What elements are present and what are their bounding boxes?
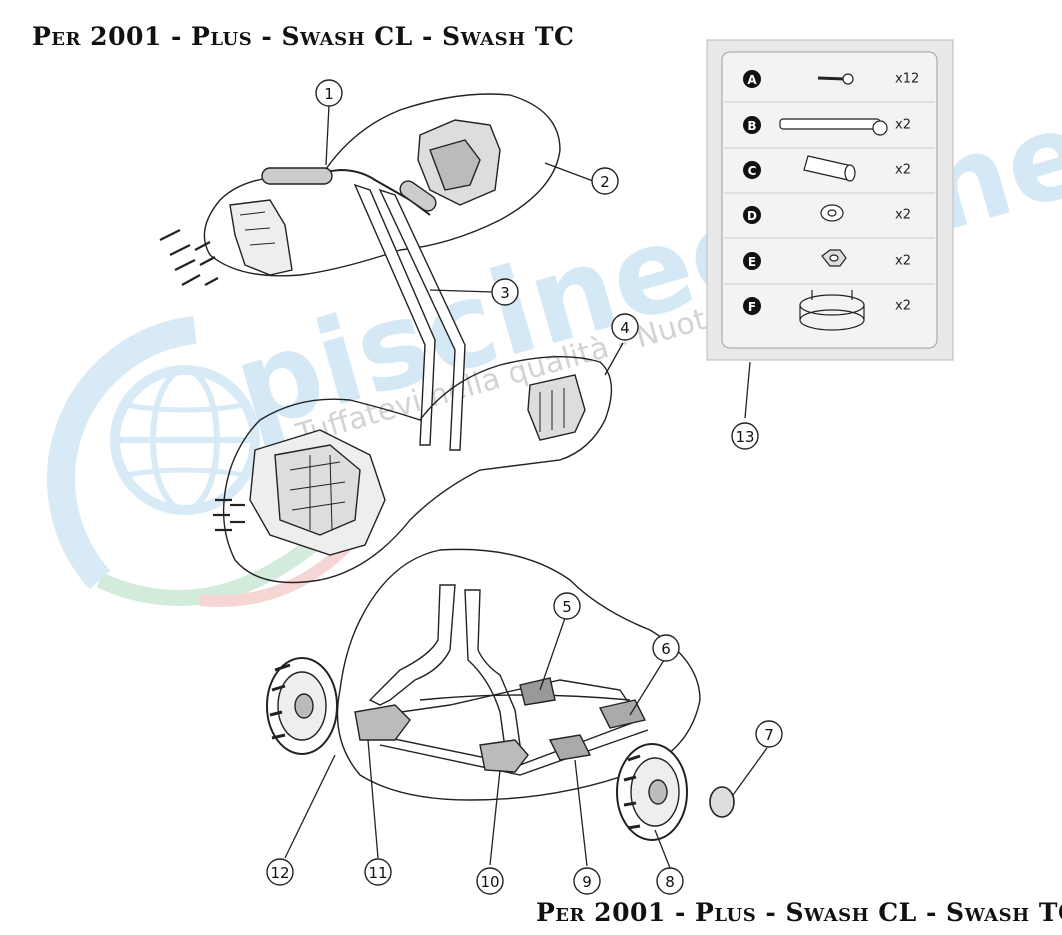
base-assembly <box>266 548 735 841</box>
footer-title: Per 2001 - Plus - Swash CL - Swash TC <box>536 898 1062 927</box>
bracket-5 <box>519 677 556 706</box>
item-d-washer <box>820 204 844 222</box>
callout-7: 7 <box>755 720 783 748</box>
callout-circle <box>491 278 519 306</box>
callout-circle <box>266 858 294 886</box>
callout-circle <box>731 422 759 450</box>
callout-3: 3 <box>491 278 519 306</box>
clip-10 <box>479 739 529 773</box>
callout-9: 9 <box>573 867 601 895</box>
handle-group-outline <box>203 93 561 277</box>
clip-11 <box>354 704 411 741</box>
item-f-ring <box>799 290 865 331</box>
item-letter-badge <box>743 70 761 88</box>
leader-lines <box>284 104 768 869</box>
screws-mid <box>213 498 245 532</box>
callout-5: 5 <box>553 592 581 620</box>
screws-left <box>159 229 219 286</box>
handle-shafts <box>353 183 466 451</box>
wheel-left <box>266 657 338 755</box>
callout-circle <box>652 634 680 662</box>
callout-number: 1 <box>324 85 334 103</box>
item-letter: D <box>747 209 757 223</box>
callout-circle <box>611 313 639 341</box>
item-letter-badge <box>743 161 761 179</box>
callout-number: 10 <box>480 873 499 891</box>
callout-12: 12 <box>266 858 294 886</box>
watermark-logo <box>47 316 375 607</box>
callout-1: 1 <box>315 79 343 107</box>
callout-number: 3 <box>500 284 510 302</box>
item-quantity: x12 <box>895 72 919 87</box>
item-letter-badge <box>743 206 761 224</box>
callout-circle <box>476 867 504 895</box>
hardware-package-panel <box>706 39 954 361</box>
callout-number: 4 <box>620 319 630 337</box>
callout-4: 4 <box>611 313 639 341</box>
callout-10: 10 <box>476 867 504 895</box>
callout-number: 11 <box>368 864 387 882</box>
item-quantity: x2 <box>895 208 911 223</box>
callout-circle <box>573 867 601 895</box>
callout-11: 11 <box>364 858 392 886</box>
item-quantity: x2 <box>895 163 911 178</box>
hub-cap <box>709 786 735 818</box>
callout-2: 2 <box>591 167 619 195</box>
callout-number: 6 <box>661 640 671 658</box>
callout-number: 5 <box>562 598 572 616</box>
callout-circle <box>553 592 581 620</box>
item-c-sleeve <box>803 155 856 182</box>
base-group-outline <box>336 548 701 801</box>
item-letter: F <box>748 300 756 314</box>
handle-assembly <box>159 93 561 286</box>
item-letter: C <box>748 164 757 178</box>
callout-circle <box>591 167 619 195</box>
item-quantity: x2 <box>895 118 911 133</box>
callout-number: 8 <box>665 873 675 891</box>
item-letter: E <box>748 255 756 269</box>
wheel-right <box>616 743 688 841</box>
item-e-nut <box>821 249 847 267</box>
item-quantity: x2 <box>895 299 911 314</box>
callout-6: 6 <box>652 634 680 662</box>
handle-grip <box>264 168 431 216</box>
bracket-6 <box>598 699 647 729</box>
item-b-bolt <box>779 118 888 136</box>
item-a-screw <box>817 73 854 85</box>
item-letter-badge <box>743 252 761 270</box>
header-title: Per 2001 - Plus - Swash CL - Swash TC <box>32 22 575 51</box>
callout-number: 12 <box>270 864 289 882</box>
callout-circle <box>364 858 392 886</box>
callout-13: 13 <box>731 422 759 450</box>
item-letter-badge <box>743 297 761 315</box>
callout-number: 7 <box>764 726 774 744</box>
item-quantity: x2 <box>895 254 911 269</box>
callout-number: 2 <box>600 173 610 191</box>
left-handle-clamp <box>229 199 293 276</box>
mid-group-outline <box>222 355 613 584</box>
item-letter: B <box>747 119 756 133</box>
item-letter: A <box>747 73 757 87</box>
callout-number: 9 <box>582 873 592 891</box>
callout-number: 13 <box>735 428 754 446</box>
callout-circle <box>656 867 684 895</box>
mid-assembly <box>213 355 613 584</box>
callout-8: 8 <box>656 867 684 895</box>
bracket-9 <box>548 734 592 761</box>
callout-circle <box>755 720 783 748</box>
small-clip <box>527 374 586 441</box>
item-letter-badge <box>743 116 761 134</box>
callout-circle <box>315 79 343 107</box>
